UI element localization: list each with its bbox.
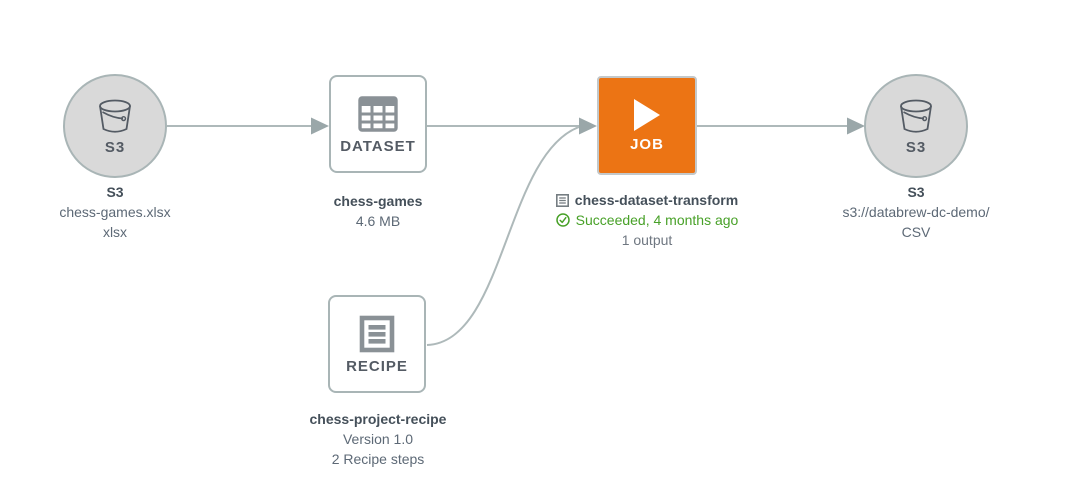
bucket-icon: [99, 99, 131, 133]
arrowhead-job: [579, 117, 597, 135]
node-s3-source-label: S3: [104, 138, 126, 156]
caption-recipe: chess-project-recipe Version 1.0 2 Recip…: [268, 409, 488, 469]
node-s3-target[interactable]: S3: [864, 74, 968, 178]
caption-s3-source-file: chess-games.xlsx: [59, 204, 171, 220]
caption-job-title: chess-dataset-transform: [574, 192, 739, 208]
arrowhead-dataset: [311, 117, 329, 135]
caption-s3-target-title: S3: [907, 184, 925, 200]
node-s3-target-label: S3: [905, 138, 927, 156]
caption-s3-target-format: CSV: [901, 224, 931, 240]
caption-s3-source: S3 chess-games.xlsx xlsx: [5, 182, 225, 242]
list-document-icon: [359, 315, 395, 352]
caption-s3-target: S3 s3://databrew-dc-demo/ CSV: [796, 182, 1036, 242]
arrowhead-s3-target: [847, 117, 865, 135]
caption-job-outputs: 1 output: [621, 232, 673, 248]
play-icon: [634, 99, 660, 131]
bucket-icon: [900, 99, 932, 133]
caption-recipe-title: chess-project-recipe: [309, 411, 447, 427]
table-grid-icon: [358, 95, 398, 132]
node-s3-source[interactable]: S3: [63, 74, 167, 178]
caption-s3-target-path: s3://databrew-dc-demo/: [842, 204, 990, 220]
node-dataset-label: DATASET: [340, 137, 416, 155]
node-job[interactable]: JOB: [597, 76, 697, 175]
caption-s3-source-title: S3: [106, 184, 124, 200]
caption-s3-source-format: xlsx: [102, 224, 128, 240]
caption-recipe-version: Version 1.0: [342, 431, 414, 447]
caption-dataset: chess-games 4.6 MB: [268, 191, 488, 231]
caption-dataset-title: chess-games: [333, 193, 423, 209]
caption-dataset-size: 4.6 MB: [355, 213, 401, 229]
node-dataset[interactable]: DATASET: [329, 75, 427, 173]
caption-recipe-steps: 2 Recipe steps: [331, 451, 425, 467]
caption-job: chess-dataset-transform Succeeded, 4 mon…: [512, 190, 782, 250]
node-recipe-label: RECIPE: [346, 357, 408, 375]
node-job-label: JOB: [630, 136, 664, 153]
caption-job-status: Succeeded, 4 months ago: [575, 212, 739, 228]
check-circle-icon: [555, 213, 570, 227]
node-recipe[interactable]: RECIPE: [328, 295, 426, 393]
list-document-icon: [555, 193, 569, 207]
